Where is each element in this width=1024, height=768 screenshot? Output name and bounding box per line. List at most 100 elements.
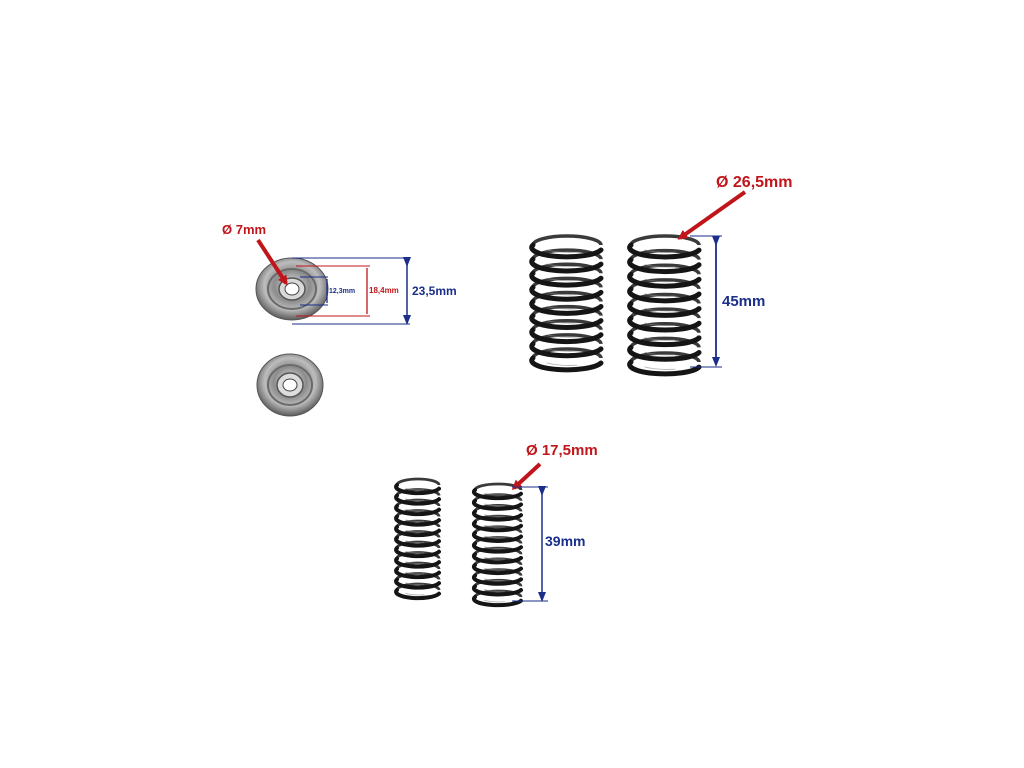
spring-coil-highlight	[484, 557, 505, 560]
spring-coil-back	[531, 262, 603, 274]
spring-coil	[529, 355, 604, 373]
spring-coil-highlight	[405, 498, 425, 501]
spring-coil	[529, 327, 604, 345]
spring-coil-highlight	[405, 592, 425, 596]
spring-coil	[471, 541, 523, 554]
spring-coil	[529, 256, 604, 274]
spring-coil	[394, 483, 441, 496]
spring-coil	[394, 535, 441, 548]
spring-coil-highlight	[405, 582, 425, 585]
spring-coil-back	[531, 248, 603, 260]
spring-coil	[627, 257, 702, 275]
spring-coil-highlight	[484, 567, 505, 571]
inner-step-dimension: 12,3mm	[300, 276, 355, 306]
large-spring-right	[627, 234, 702, 377]
spring-coil-back	[629, 234, 701, 246]
spring-coil	[627, 315, 702, 333]
spring-coil-highlight	[644, 366, 676, 370]
spring-coil	[471, 573, 523, 586]
small-spring-height-label: 39mm	[545, 533, 585, 549]
spring-coil-highlight	[405, 540, 425, 543]
spring-coil-highlight	[546, 263, 578, 268]
spring-coil	[394, 493, 441, 506]
spring-coil	[529, 313, 604, 330]
small-spring-group: Ø 17,5mm 39mm	[394, 442, 598, 608]
spring-coil	[627, 286, 702, 304]
spring-coil-highlight	[644, 278, 676, 283]
spring-coil	[471, 488, 523, 501]
bore-diameter-label: Ø 7mm	[222, 222, 266, 237]
valve-retainer-bottom	[256, 353, 324, 417]
spring-coil	[529, 284, 604, 302]
spring-coil	[471, 562, 523, 576]
spring-coil	[627, 359, 702, 377]
spring-coil-highlight	[644, 307, 676, 312]
large-spring-left	[529, 234, 604, 373]
spring-coil-highlight	[484, 535, 505, 539]
spring-coil	[627, 301, 702, 318]
small-spring-diameter-arrow	[511, 462, 542, 491]
spring-coil-highlight	[546, 320, 578, 324]
spring-coil-back	[629, 351, 701, 363]
spring-coil-highlight	[644, 264, 676, 268]
spring-coil-highlight	[405, 508, 425, 512]
spring-coil-highlight	[644, 293, 676, 297]
spring-coil-highlight	[484, 599, 505, 603]
spring-coil-back	[629, 336, 701, 348]
spring-coil	[627, 242, 702, 260]
large-spring-diameter-label: Ø 26,5mm	[716, 174, 792, 191]
spring-coil-highlight	[546, 362, 578, 366]
valve-retainer-top	[255, 257, 329, 321]
spring-coil	[529, 299, 604, 316]
spring-coil-highlight	[644, 337, 676, 341]
spring-coil-back	[531, 319, 603, 331]
small-spring-right	[471, 482, 523, 608]
spring-coil-highlight	[546, 305, 578, 310]
spring-coil-highlight	[546, 348, 578, 352]
spring-coil	[471, 509, 523, 522]
inner-step-label: 12,3mm	[329, 288, 355, 295]
spring-coil-back	[531, 290, 603, 302]
bore-arrow	[256, 238, 288, 286]
spring-coil-back	[531, 333, 603, 345]
spring-coil-back	[629, 278, 701, 290]
spring-coil-highlight	[405, 529, 425, 533]
spring-coil-back	[531, 276, 603, 288]
spring-coil	[394, 556, 441, 569]
large-spring-height-label: 45mm	[722, 293, 765, 310]
middle-step-dimension: 18,4mm	[296, 265, 399, 317]
spring-coil-highlight	[644, 351, 676, 356]
spring-coil-back	[629, 248, 701, 261]
spring-coil-back	[629, 263, 701, 275]
spring-coil-highlight	[405, 487, 425, 491]
spring-coil	[394, 588, 441, 601]
spring-coil	[394, 525, 441, 538]
spring-coil	[394, 504, 441, 517]
spring-coil-highlight	[644, 249, 676, 253]
spring-coil	[471, 552, 523, 565]
spring-coil-highlight	[546, 334, 578, 338]
spring-coil	[471, 584, 523, 597]
spring-coil-back	[531, 234, 603, 246]
spring-coil	[529, 242, 604, 260]
large-spring-diameter-arrow	[677, 190, 747, 240]
outer-diameter-dimension: 23,5mm	[292, 257, 457, 325]
spring-coil-back	[395, 477, 441, 486]
spring-coil-highlight	[405, 561, 425, 564]
spring-coil	[471, 498, 523, 511]
valve-retainer-group: Ø 7mm 12,3mm 18,4mm 23,5mm	[222, 222, 457, 417]
spring-coil	[394, 514, 441, 527]
spring-coil-highlight	[484, 546, 505, 549]
small-spring-diameter-label: Ø 17,5mm	[526, 442, 598, 459]
spring-coil	[627, 330, 702, 348]
spring-coil-highlight	[484, 503, 505, 507]
spring-coil	[471, 530, 523, 543]
spring-coil-back	[629, 307, 701, 319]
small-spring-left	[394, 477, 441, 601]
spring-coil-highlight	[644, 322, 676, 327]
middle-step-label: 18,4mm	[369, 286, 399, 295]
spring-coil	[394, 577, 441, 590]
spring-coil-highlight	[484, 524, 505, 528]
spring-coil	[394, 546, 441, 559]
